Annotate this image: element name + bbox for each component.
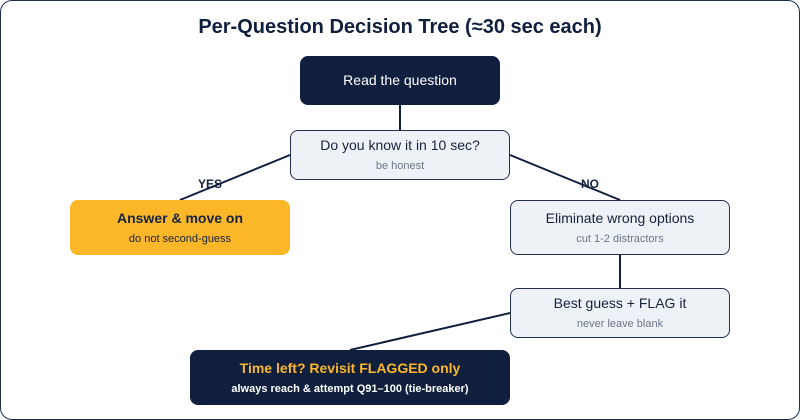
node-revisit-label: Time left? Revisit FLAGGED only (239, 359, 461, 376)
edge-know-to-eliminate (509, 154, 621, 201)
node-eliminate-label: Eliminate wrong options (545, 209, 695, 226)
node-read-question: Read the question (300, 56, 500, 105)
node-answer-label: Answer & move on (116, 209, 244, 226)
diagram-title: Per-Question Decision Tree (≈30 sec each… (198, 16, 602, 38)
node-guess-label: Best guess + FLAG it (553, 295, 687, 311)
no-edge-label: NO (581, 177, 599, 191)
node-eliminate-options: Eliminate wrong options cut 1-2 distract… (510, 200, 730, 255)
node-know-it: Do you know it in 10 sec? be honest (290, 130, 510, 180)
yes-edge-label: YES (198, 177, 223, 191)
node-best-guess-flag: Best guess + FLAG it never leave blank (510, 288, 730, 338)
node-answer-sub: do not second-guess (128, 232, 232, 245)
edge-guess-to-revisit (349, 312, 511, 351)
node-read-question-label: Read the question (343, 72, 457, 88)
node-know-it-label: Do you know it in 10 sec? (320, 137, 480, 153)
node-guess-sub: never leave blank (576, 318, 664, 330)
node-answer-move-on: Answer & move on do not second-guess (70, 200, 290, 255)
node-eliminate-sub: cut 1-2 distractors (576, 232, 664, 245)
node-know-it-sub: be honest (375, 160, 425, 172)
edge-know-to-answer (179, 154, 291, 201)
node-revisit-sub: always reach & attempt Q91–100 (tie-brea… (231, 382, 469, 395)
node-revisit-flagged: Time left? Revisit FLAGGED only always r… (190, 350, 510, 405)
